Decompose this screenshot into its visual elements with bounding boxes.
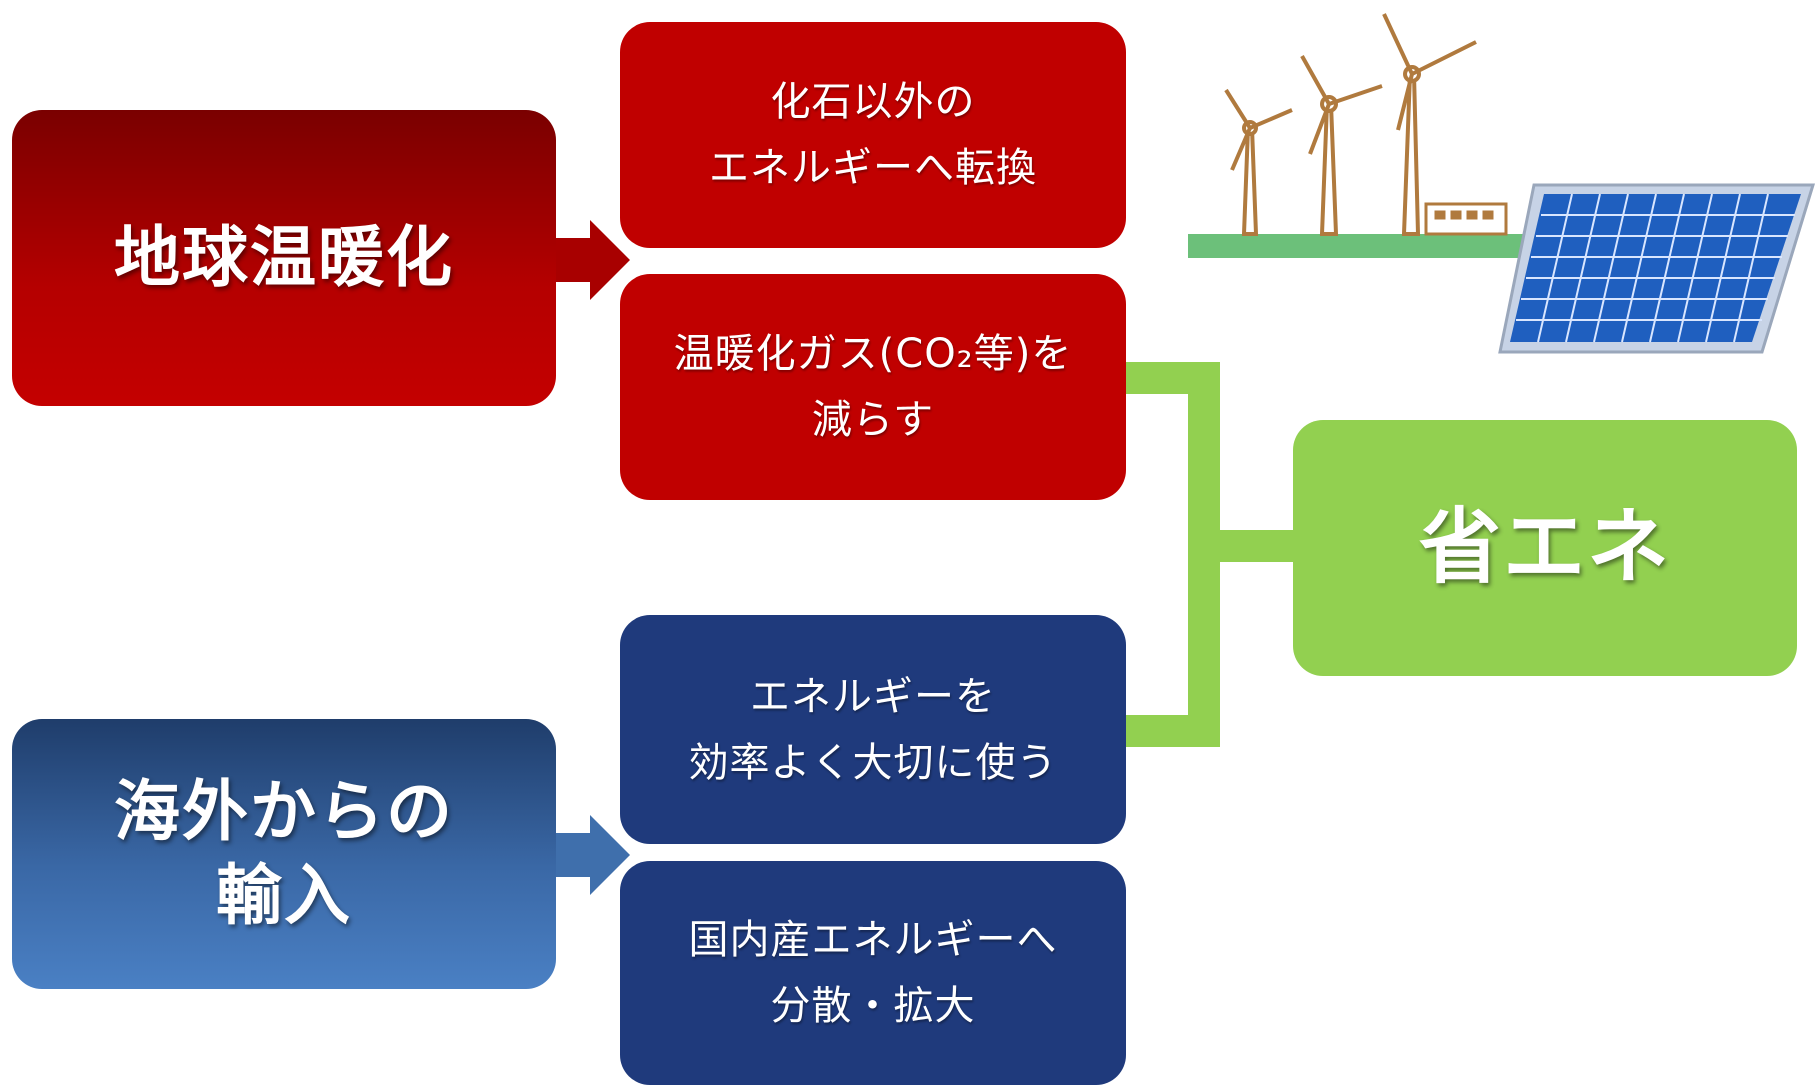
global-warming-box: 地球温暖化 xyxy=(12,110,556,406)
imports-box: 海外からの 輸入 xyxy=(12,719,556,989)
arrow-red xyxy=(556,220,630,300)
wind-turbine-icon xyxy=(1224,88,1293,236)
domestic-energy-box: 国内産エネルギーへ 分散・拡大 xyxy=(620,861,1126,1085)
wind-turbine-icon xyxy=(1300,55,1383,236)
imports-label-line1: 海外からの xyxy=(114,773,454,850)
fossil-alternative-line2: エネルギーへ転換 xyxy=(709,145,1037,191)
connector-bottom-h xyxy=(1126,715,1220,747)
arrow-blue xyxy=(556,815,630,895)
reduce-ghg-line2: 減らす xyxy=(811,397,935,443)
efficient-use-line2: 効率よく大切に使う xyxy=(688,739,1058,786)
fossil-alternative-box: 化石以外の エネルギーへ転換 xyxy=(620,22,1126,248)
fossil-alternative-line1: 化石以外の xyxy=(770,79,976,125)
ground-strip xyxy=(1188,234,1558,258)
reduce-ghg-box: 温暖化ガス(CO₂等)を 減らす xyxy=(620,274,1126,500)
energy-saving-label: 省エネ xyxy=(1418,500,1671,595)
domestic-energy-line2: 分散・拡大 xyxy=(770,983,976,1029)
efficient-use-line1: エネルギーを xyxy=(750,673,996,720)
connector-middle-h xyxy=(1188,530,1298,562)
wind-turbine-icon xyxy=(1382,13,1477,236)
imports-label-line2: 輸入 xyxy=(216,857,352,934)
building-icon xyxy=(1424,202,1508,236)
reduce-ghg-line1: 温暖化ガス(CO₂等)を xyxy=(673,331,1073,377)
efficient-use-box: エネルギーを 効率よく大切に使う xyxy=(620,615,1126,844)
energy-saving-box: 省エネ xyxy=(1293,420,1797,676)
global-warming-label: 地球温暖化 xyxy=(114,219,454,296)
solar-panel-icon xyxy=(1498,183,1816,354)
domestic-energy-line1: 国内産エネルギーへ xyxy=(688,917,1058,963)
